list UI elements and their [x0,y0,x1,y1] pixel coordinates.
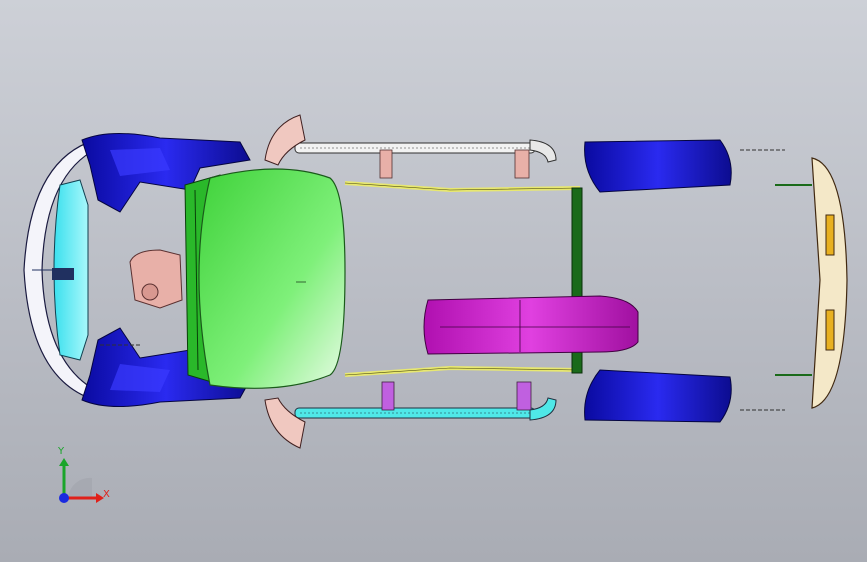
rear-wheelhouse-top[interactable] [584,139,732,193]
z-axis-dot-icon [59,493,69,503]
triad-plane-icon [68,477,92,498]
a-pillar-top[interactable] [264,114,306,166]
engine-block[interactable] [129,249,183,309]
rear-cross-member[interactable] [571,187,583,374]
coordinate-triad: X Y [57,446,110,503]
front-apron-top[interactable] [81,132,251,213]
a-pillar-bottom[interactable] [264,397,306,449]
floor-pan[interactable] [423,295,639,355]
rocker-right[interactable] [294,381,557,421]
side-rail-top[interactable] [344,181,581,193]
y-axis-label: Y [57,446,65,457]
side-rail-bottom[interactable] [344,365,581,377]
rear-detail-lines [100,149,812,411]
hood-panel[interactable] [198,168,346,389]
x-axis-label: X [103,489,110,500]
front-apron-bottom[interactable] [81,327,251,408]
rear-wheelhouse-bottom[interactable] [584,369,732,423]
rocker-left[interactable] [294,139,557,179]
rear-bumper[interactable] [811,157,848,409]
